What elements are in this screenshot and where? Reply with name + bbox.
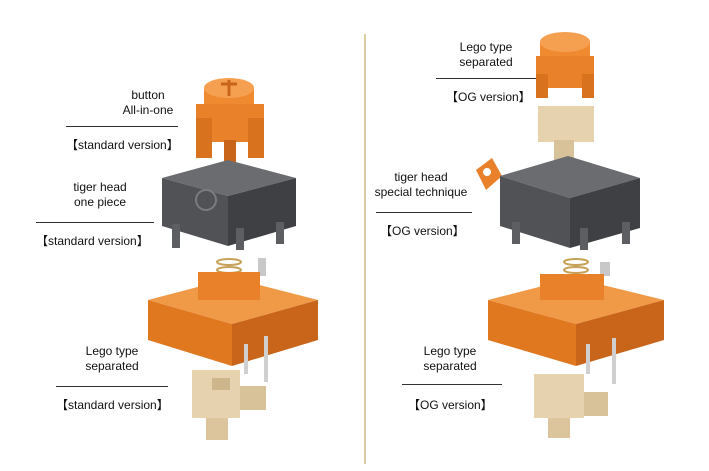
right-top-rule — [436, 78, 536, 79]
right-stem-top — [536, 32, 594, 98]
right-top-label-line2: separated — [459, 55, 513, 69]
right-housing-label-line2: special technique — [374, 185, 468, 199]
right-top-version: 【OG version】 — [446, 90, 531, 104]
right-bottom-label-line2: separated — [423, 359, 477, 373]
right-housing-rule — [376, 212, 472, 213]
right-top-label: Lego type separated — [436, 40, 536, 70]
left-housing-rule — [36, 222, 154, 223]
right-housing-version: 【OG version】 — [380, 224, 465, 238]
right-slider — [534, 374, 608, 438]
left-housing-version: 【standard version】 — [36, 234, 149, 248]
right-bottom-rule — [402, 384, 502, 385]
panel-divider — [364, 34, 366, 464]
right-tiger-head-piece — [476, 158, 502, 190]
left-button-label-line2: All-in-one — [122, 103, 174, 117]
left-button-version: 【standard version】 — [66, 138, 179, 152]
left-button-label-line1: button — [131, 88, 165, 102]
right-bottom-label-line1: Lego type — [423, 344, 477, 358]
right-bottom-version: 【OG version】 — [408, 398, 493, 412]
right-top-label-line1: Lego type — [459, 40, 513, 54]
right-housing-top — [500, 156, 640, 250]
left-housing-top — [162, 160, 296, 250]
right-stem-bottom — [538, 106, 594, 164]
right-housing-label: tiger head special technique — [366, 170, 476, 200]
left-button-label: button All-in-one — [98, 88, 198, 118]
left-button-rule — [66, 126, 178, 127]
right-housing-label-line1: tiger head — [394, 170, 448, 184]
left-bottom-rule — [56, 386, 168, 387]
left-housing-label-line2: one piece — [73, 195, 127, 209]
left-housing-bottom — [148, 272, 318, 382]
left-bottom-label: Lego type separated — [62, 344, 162, 374]
right-housing-bottom — [488, 274, 664, 384]
right-bottom-label: Lego type separated — [400, 344, 500, 374]
left-bottom-label-line2: separated — [85, 359, 139, 373]
left-slider — [192, 370, 266, 440]
left-bottom-label-line1: Lego type — [85, 344, 139, 358]
left-housing-label: tiger head one piece — [50, 180, 150, 210]
left-housing-label-line1: tiger head — [73, 180, 127, 194]
left-bottom-version: 【standard version】 — [56, 398, 169, 412]
left-stem — [196, 78, 264, 170]
